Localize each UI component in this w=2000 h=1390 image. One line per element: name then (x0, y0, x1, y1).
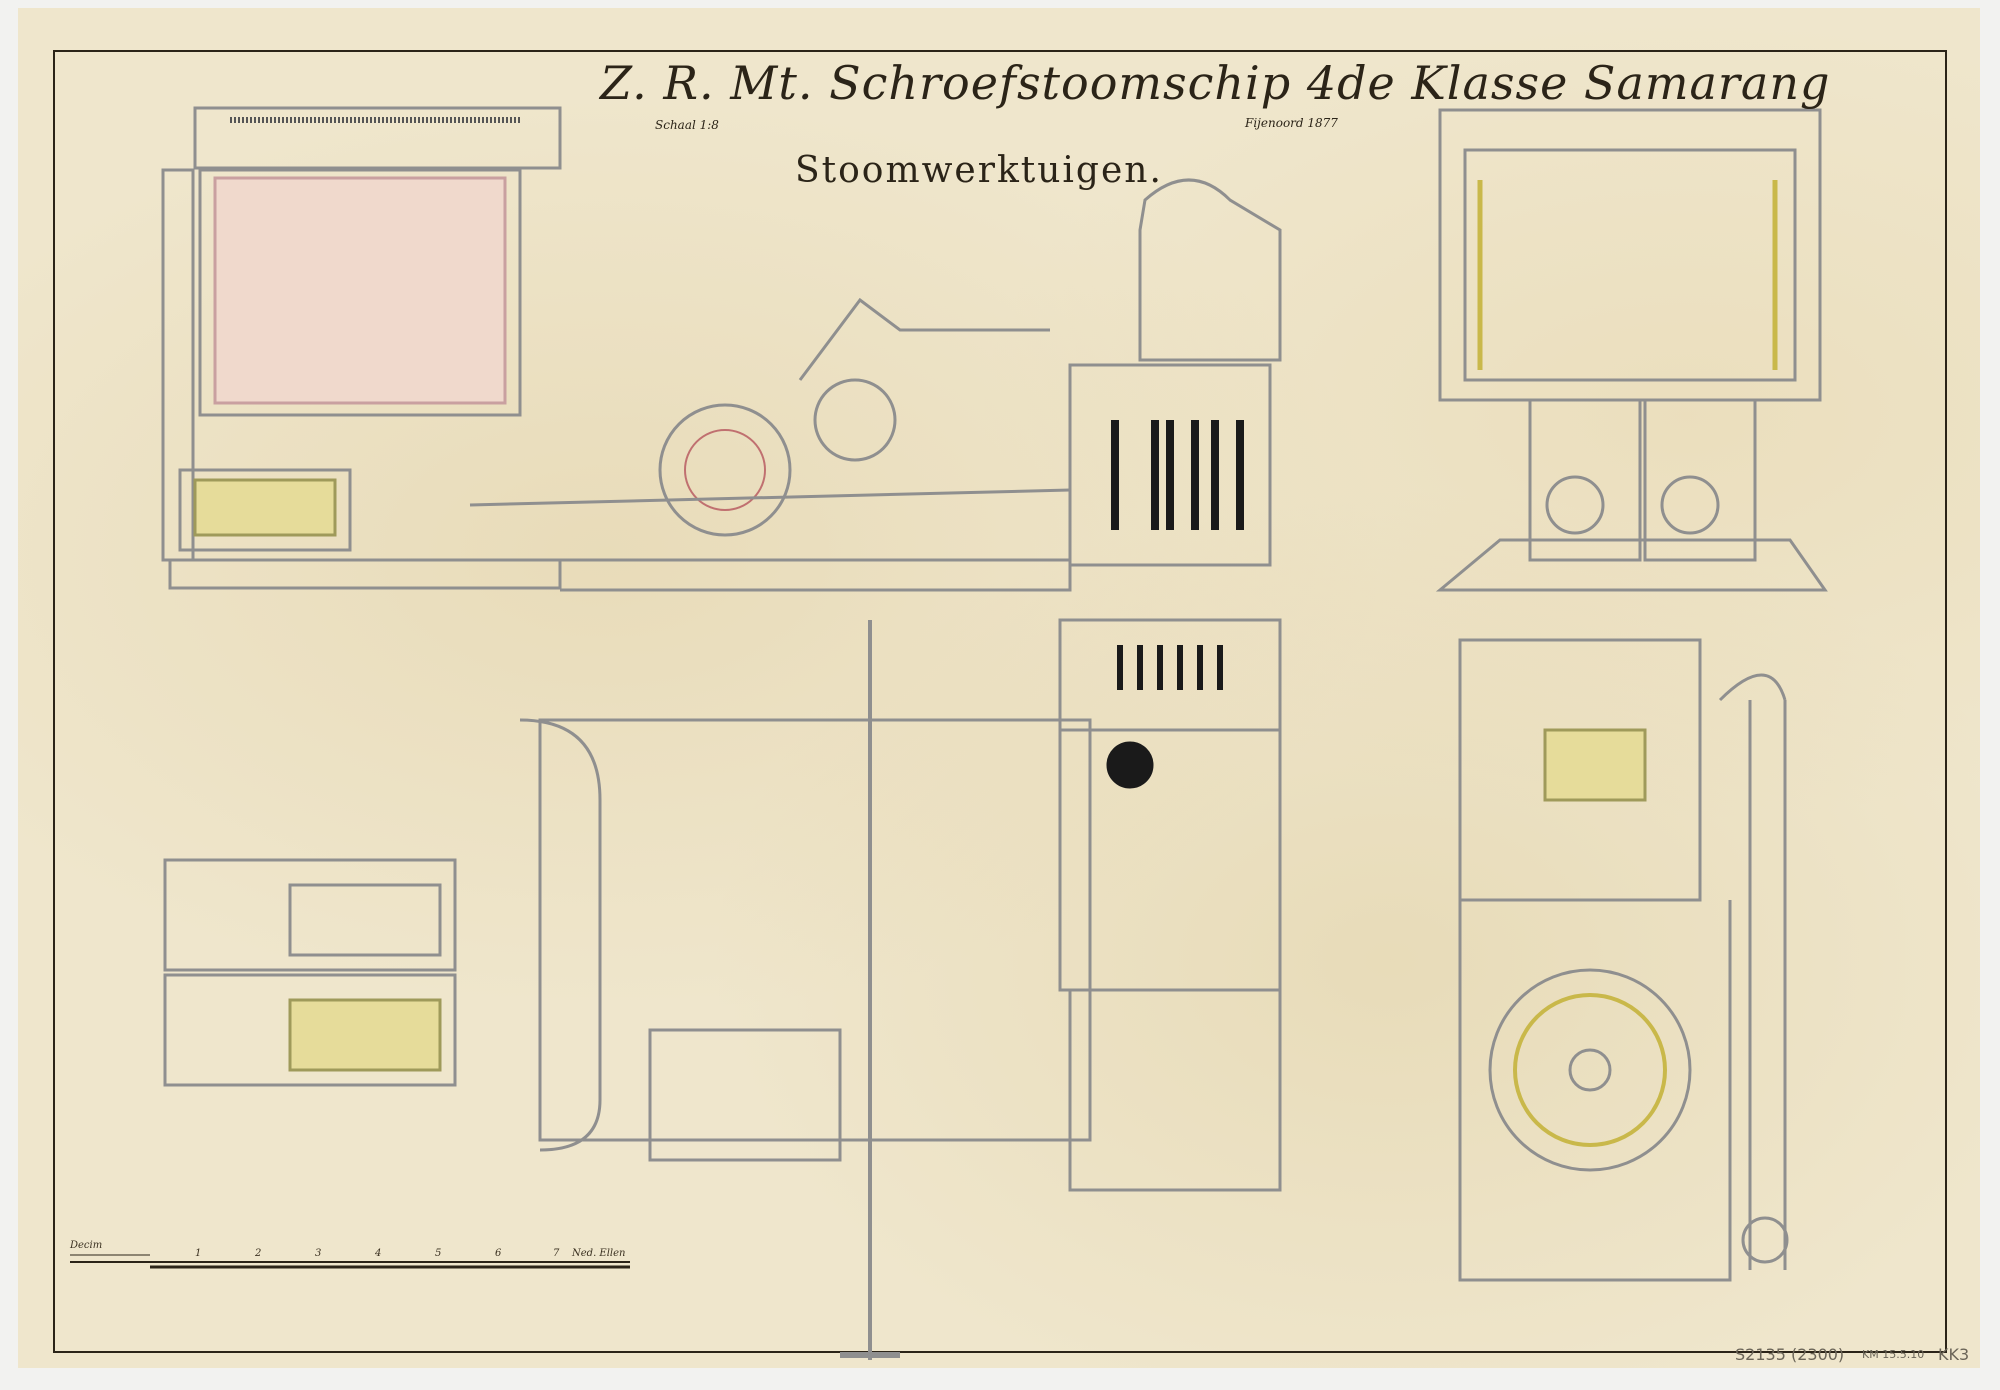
scale-unit: Ned. Ellen (572, 1248, 626, 1259)
drawing-title: Z. R. Mt. Schroefstoomschip 4de Klasse S… (600, 56, 1831, 110)
scale-label-left: Decim (70, 1240, 103, 1251)
engine-side-elevation (469, 178, 1282, 592)
border-frame (53, 50, 1947, 1353)
scale-tick: 4 (375, 1248, 382, 1259)
scale-tick: 1 (195, 1248, 202, 1259)
scale-tick: 2 (255, 1248, 262, 1259)
archive-mark: KK3 (1938, 1345, 1970, 1364)
scale-tick: 5 (435, 1248, 442, 1259)
place-year: Fijenoord 1877 (1245, 116, 1338, 130)
boiler-side-view (161, 106, 562, 590)
drawing-subtitle: Stoomwerktuigen. (795, 150, 1163, 191)
engine-end-view (1435, 108, 1828, 592)
scale-bar (70, 1254, 630, 1269)
engine-cross-section (1458, 638, 1789, 1282)
valve-ports-bottom (1117, 645, 1223, 690)
engine-plan-view (163, 618, 1282, 1360)
scale-tick: 6 (495, 1248, 502, 1259)
archive-mark: S2135 (2300) (1735, 1345, 1845, 1364)
archive-mark: KM 15.5.10 (1862, 1348, 1925, 1361)
scale-note: Schaal 1:8 (655, 118, 719, 132)
scale-tick: 7 (553, 1248, 560, 1259)
scale-tick: 3 (315, 1248, 322, 1259)
valve-ports-top (1111, 420, 1244, 530)
